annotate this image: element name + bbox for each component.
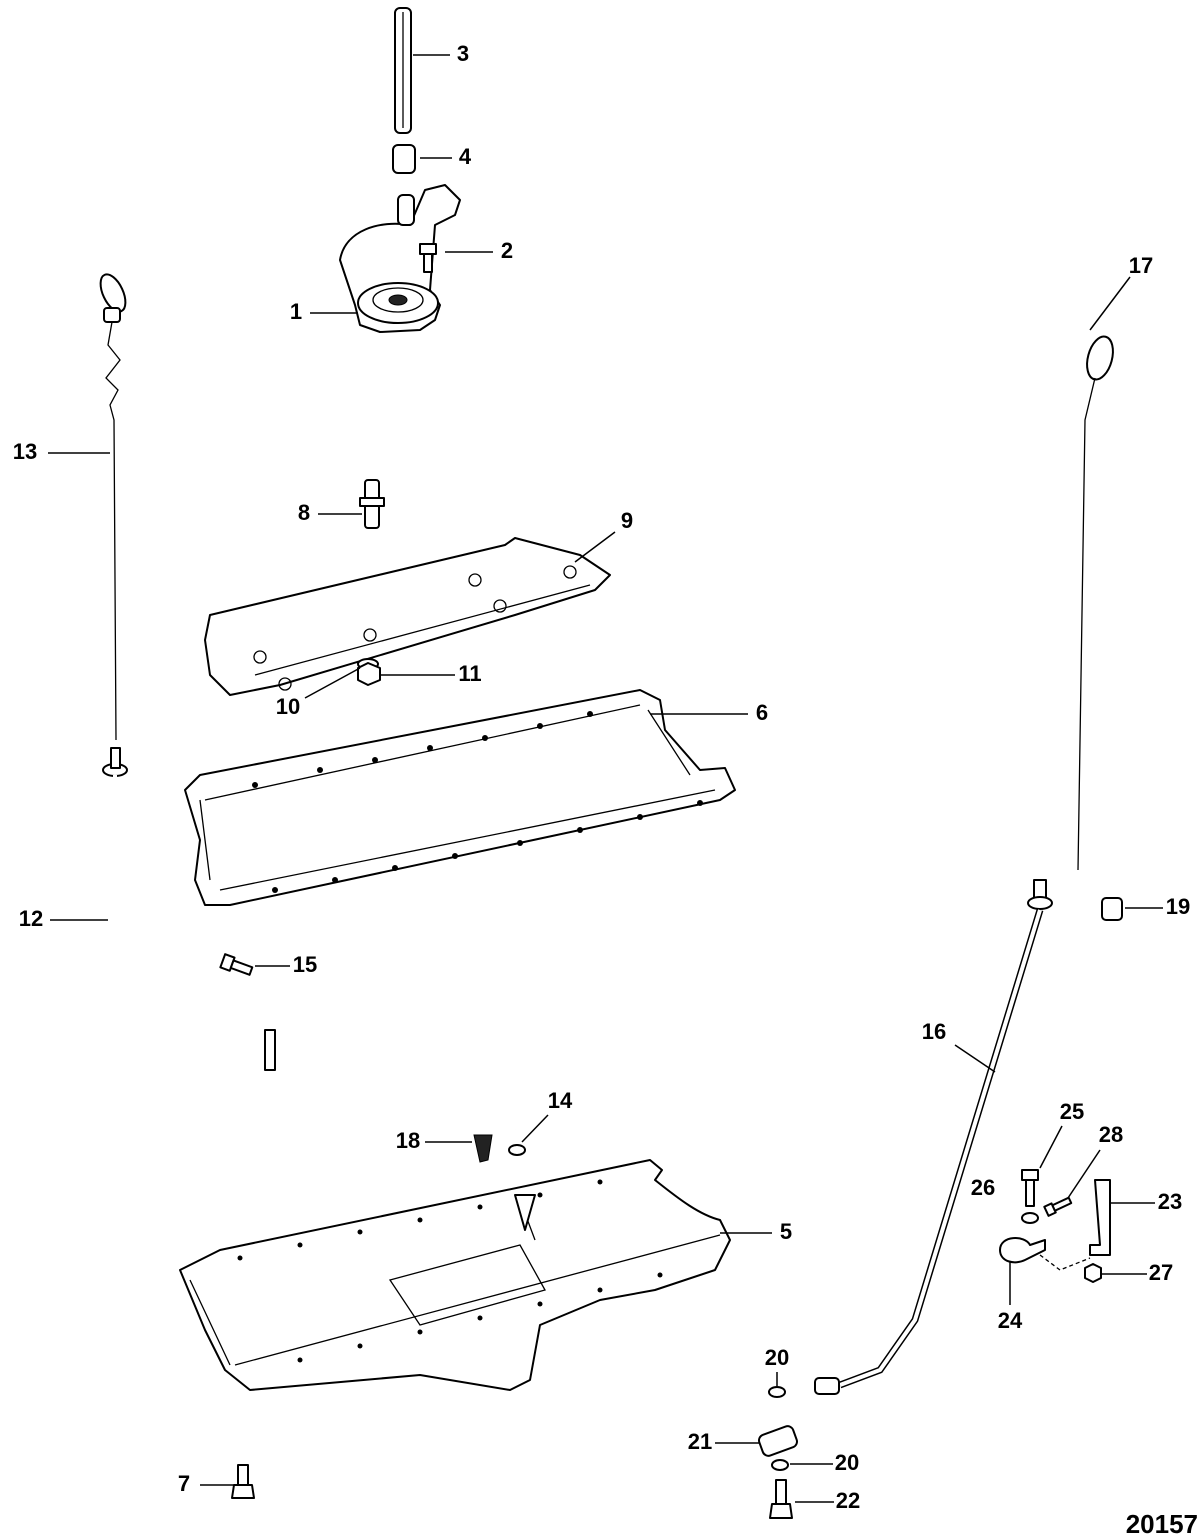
part-28-screw xyxy=(1043,1196,1073,1217)
part-6-oil-pan-gasket xyxy=(184,689,736,906)
part-22-bolt xyxy=(769,1479,793,1519)
callout-24: 24 xyxy=(998,1308,1023,1333)
callout-20-lower: 20 xyxy=(835,1450,859,1475)
part-14-o-ring xyxy=(508,1144,526,1156)
part-20-washer-lower xyxy=(771,1459,789,1471)
part-27-nut xyxy=(1084,1263,1102,1283)
callout-25: 25 xyxy=(1060,1099,1084,1124)
callout-13: 13 xyxy=(13,439,37,464)
figure-id: 20157 xyxy=(1126,1509,1198,1537)
part-13-dipstick xyxy=(99,273,127,741)
callout-7: 7 xyxy=(178,1471,190,1496)
callout-26: 26 xyxy=(971,1175,995,1200)
callout-22: 22 xyxy=(836,1488,860,1513)
callout-20-upper: 20 xyxy=(765,1345,789,1370)
part-3-pump-shaft xyxy=(394,7,412,134)
part-24-clamp xyxy=(999,1237,1046,1264)
callout-19: 19 xyxy=(1166,894,1190,919)
callout-15: 15 xyxy=(293,952,317,977)
part-23-bracket xyxy=(1089,1179,1111,1256)
part-4-collar xyxy=(392,144,416,174)
part-26-washer xyxy=(1021,1212,1039,1224)
part-9-windage-tray xyxy=(204,537,611,696)
callout-14: 14 xyxy=(548,1088,573,1113)
callout-10: 10 xyxy=(276,694,300,719)
callout-18: 18 xyxy=(396,1128,420,1153)
callout-1: 1 xyxy=(290,299,302,324)
callout-23: 23 xyxy=(1158,1189,1182,1214)
callout-9: 9 xyxy=(621,508,633,533)
callout-6: 6 xyxy=(756,700,768,725)
callout-8: 8 xyxy=(298,500,310,525)
part-21-fitting xyxy=(758,1425,798,1457)
callout-4: 4 xyxy=(459,144,472,169)
callout-3: 3 xyxy=(457,41,469,66)
callout-11: 11 xyxy=(458,661,481,686)
callout-28: 28 xyxy=(1099,1122,1123,1147)
part-15-bolt xyxy=(219,953,254,976)
part-1-oil-pump xyxy=(339,184,461,333)
callout-2: 2 xyxy=(501,238,513,263)
callout-16: 16 xyxy=(922,1019,946,1044)
part-17-dipstick xyxy=(1077,335,1114,871)
part-18-filter-screen xyxy=(473,1134,493,1163)
part-20-washer xyxy=(768,1386,786,1398)
callout-21: 21 xyxy=(688,1429,712,1454)
callout-17: 17 xyxy=(1129,253,1153,278)
callout-12: 12 xyxy=(19,906,43,931)
part-8-stud xyxy=(359,479,385,529)
part-11-nut xyxy=(357,662,381,686)
part-16-dipstick-tube xyxy=(814,879,1053,1395)
part-7-drain-plug xyxy=(231,1464,255,1499)
part-5-oil-pan xyxy=(179,1159,731,1391)
callout-5: 5 xyxy=(780,1219,792,1244)
part-12-dipstick-tube xyxy=(102,747,517,1131)
part-25-bolt xyxy=(1021,1169,1039,1207)
callout-27: 27 xyxy=(1149,1260,1173,1285)
part-2-bolt xyxy=(419,243,437,273)
leader-lines xyxy=(48,54,1163,1503)
part-19-plug xyxy=(1101,897,1123,921)
